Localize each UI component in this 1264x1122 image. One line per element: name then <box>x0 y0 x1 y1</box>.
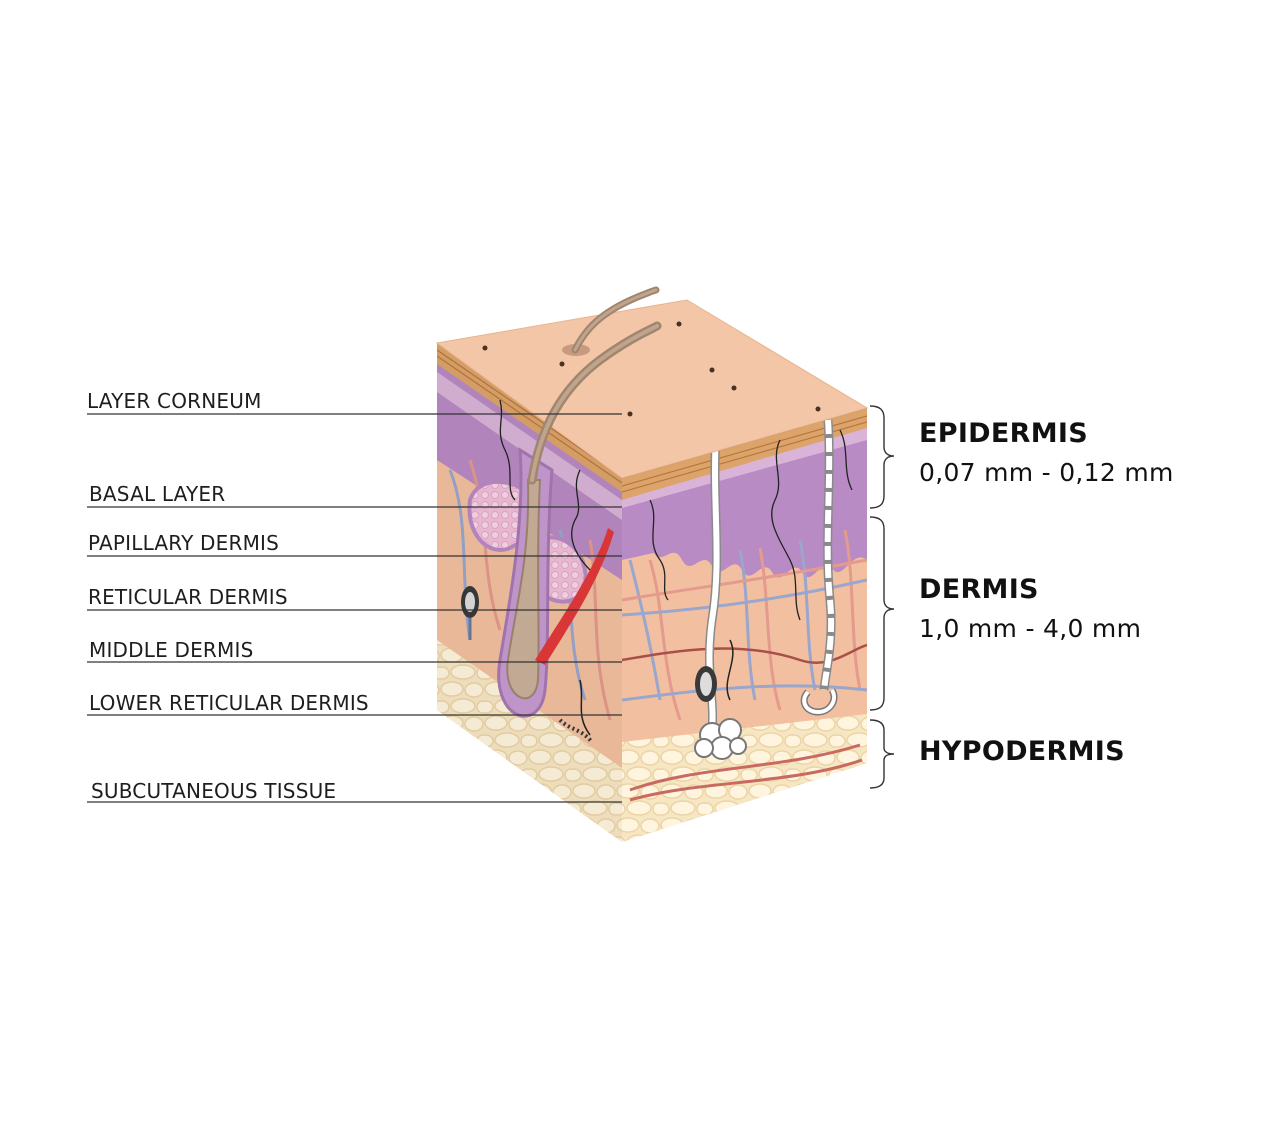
label-reticular-dermis: RETICULAR DERMIS <box>88 585 288 609</box>
label-subcutaneous-tissue: SUBCUTANEOUS TISSUE <box>91 779 337 803</box>
sweat-gland-coil <box>694 718 747 760</box>
section-title-epidermis: EPIDERMIS <box>919 418 1088 449</box>
label-layer-corneum: LAYER CORNEUM <box>87 389 262 413</box>
label-middle-dermis: MIDDLE DERMIS <box>89 638 254 662</box>
label-papillary-dermis: PAPILLARY DERMIS <box>88 531 280 555</box>
section-braces <box>869 405 895 789</box>
section-title-dermis: DERMIS <box>919 574 1039 605</box>
leader-lines <box>87 413 622 803</box>
section-range-epidermis: 0,07 mm - 0,12 mm <box>919 458 1174 487</box>
section-title-hypodermis: HYPODERMIS <box>919 736 1125 767</box>
section-range-dermis: 1,0 mm - 4,0 mm <box>919 614 1142 643</box>
label-basal-layer: BASAL LAYER <box>89 482 226 506</box>
label-lower-reticular-dermis: LOWER RETICULAR DERMIS <box>89 691 369 715</box>
